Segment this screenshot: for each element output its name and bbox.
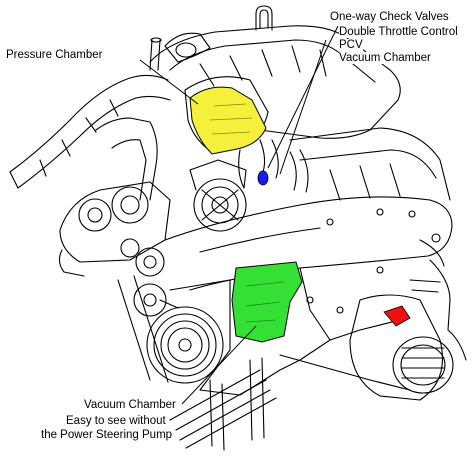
lifting-eye <box>255 5 273 31</box>
check-valves-leader <box>267 25 339 169</box>
label-one-way-check-valves: One-way Check Valves <box>330 11 449 23</box>
alternator <box>193 178 247 232</box>
label-vacuum-chamber-bottom: Vacuum Chamber <box>84 399 176 411</box>
crank-pulley <box>146 306 224 384</box>
label-easy-to-see-line1: Easy to see without <box>66 415 166 427</box>
label-double-throttle-control: Double Throttle Control <box>339 26 458 38</box>
vacuum-chamber-highlight <box>231 261 303 343</box>
bell-housing <box>349 294 444 401</box>
throttle-control-leader <box>279 39 327 175</box>
vacuum-chamber-leader <box>181 325 257 405</box>
pressure-chamber-highlight <box>189 86 267 155</box>
throttle-body <box>164 32 211 63</box>
air-intake-hose <box>9 74 169 173</box>
check-valves-highlight <box>257 170 269 186</box>
lower-pipe <box>169 369 267 431</box>
label-easy-to-see-line2: the Power Steering Pump <box>41 429 173 441</box>
crossover-tube <box>164 196 453 291</box>
pcv-highlight <box>383 305 411 327</box>
label-pressure-chamber: Pressure Chamber <box>6 49 103 61</box>
pressure-chamber-leader <box>139 59 199 105</box>
wiring-harness <box>429 259 467 361</box>
label-pcv: PCV <box>339 39 363 51</box>
left-pulley <box>78 198 112 232</box>
label-vacuum-chamber-top: Vacuum Chamber <box>339 52 431 64</box>
